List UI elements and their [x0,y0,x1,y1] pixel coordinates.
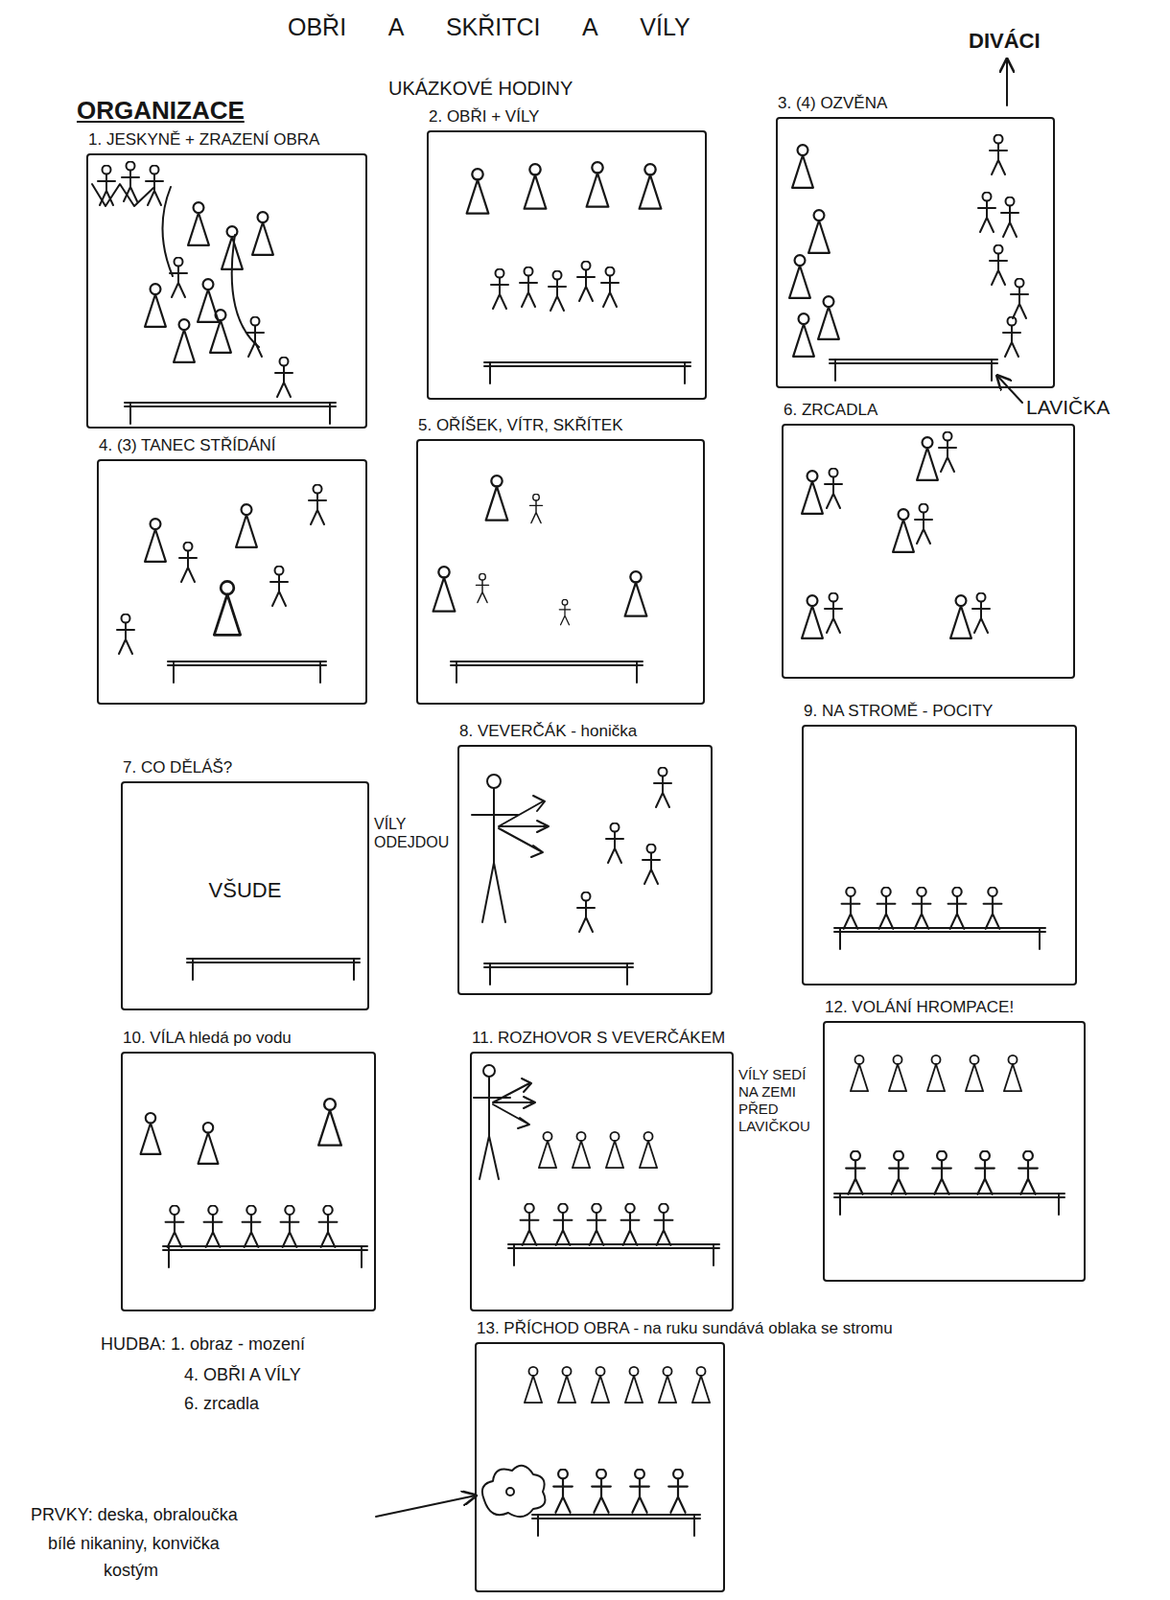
panel-heading: 4. (3) TANEC STŘÍDÁNÍ [98,435,277,457]
note-label: bílé nikaniny, konvička [47,1534,220,1556]
panel-13-figures [482,1367,710,1518]
panel-heading: 6. ZRCADLA [783,399,878,422]
scene-panel: 9. NA STROMĚ - POCITY [801,725,1077,986]
note-label: VÍLY SEDÍ NA ZEMI PŘED LAVIČKOU [738,1066,821,1136]
bench-pointer [997,375,1023,403]
panel-heading: 12. VOLÁNÍ HROMPACE! [824,997,1014,1019]
benches [124,359,1065,1537]
audience-arrow [1006,59,1008,106]
panel-11-figures [473,1065,673,1246]
note-label: kostým [103,1561,159,1583]
scene-panel: 11. ROZHOVOR S VEVERČÁKEM [469,1052,734,1312]
scene-panel: 10. VÍLA hledá po vodu [120,1052,376,1312]
panel-heading: 9. NA STROMĚ - POCITY [803,701,993,723]
note-label: 4. OBŘI A VÍLY [184,1365,302,1387]
panel-heading: 10. VÍLA hledá po vodu [122,1028,292,1050]
note-label: 6. zrcadla [184,1394,259,1416]
panel-heading: 2. OBŘI + VÍLY [428,106,539,128]
scene-panel: 13. PŘÍCHOD OBRA - na ruku sundává oblak… [474,1342,726,1593]
panel-12-figures [845,1055,1038,1195]
note-label: LAVIČKA [1026,395,1110,420]
panel-5-figures [433,475,648,626]
sketch-title: OBŘI A SKŘITCI A VÍLY [287,13,691,42]
note-label: HUDBA: 1. obraz - mození [100,1334,305,1357]
note-label: DIVÁCI [968,28,1041,54]
panel-heading: 5. OŘÍŠEK, VÍTR, SKŘÍTEK [418,415,624,437]
panel-text: VŠUDE [122,878,368,904]
panel-4-figures [117,485,327,656]
scene-panel: 7. CO DĚLÁŠ?VŠUDE [120,781,370,1011]
note-label: PRVKY: deska, obraloučka [30,1505,238,1527]
note-label: ORGANIZACE [76,95,245,126]
scene-panel: 4. (3) TANEC STŘÍDÁNÍ [96,459,368,705]
panel-6-figures [801,432,990,639]
scene-panel: 3. (4) OZVĚNA [775,117,1055,389]
note-label: UKÁZKOVÉ HODINY [388,76,573,100]
panel-9-figures [842,888,1003,930]
panel-3-figures [789,135,1029,358]
scene-panel: 6. ZRCADLA [781,423,1076,679]
panel-heading: 3. (4) OZVĚNA [777,93,888,115]
panel-2-figures [467,162,662,311]
props-pointer [375,1496,476,1518]
scene-panel: 12. VOLÁNÍ HROMPACE! [822,1021,1086,1283]
panel-heading: 11. ROZHOVOR S VEVERČÁKEM [471,1028,726,1050]
panel-heading: 8. VEVERČÁK - honička [459,721,637,743]
scene-panel: 1. JESKYNĚ + ZRAZENÍ OBRA [86,153,368,429]
panel-heading: 1. JESKYNĚ + ZRAZENÍ OBRA [88,129,320,151]
scene-panel: 2. OBŘI + VÍLY [426,130,707,400]
note-label: VÍLY ODEJDOU [374,815,455,852]
scene-panel: 8. VEVERČÁK - honička [457,745,713,996]
panel-8-figures [471,768,672,934]
panel-10-figures [140,1099,342,1248]
panel-1-figures [92,162,293,398]
scene-panel: 5. OŘÍŠEK, VÍTR, SKŘÍTEK [416,439,705,705]
panel-heading: 7. CO DĚLÁŠ? [122,757,233,779]
panel-heading: 13. PŘÍCHOD OBRA - na ruku sundává oblak… [476,1318,893,1340]
